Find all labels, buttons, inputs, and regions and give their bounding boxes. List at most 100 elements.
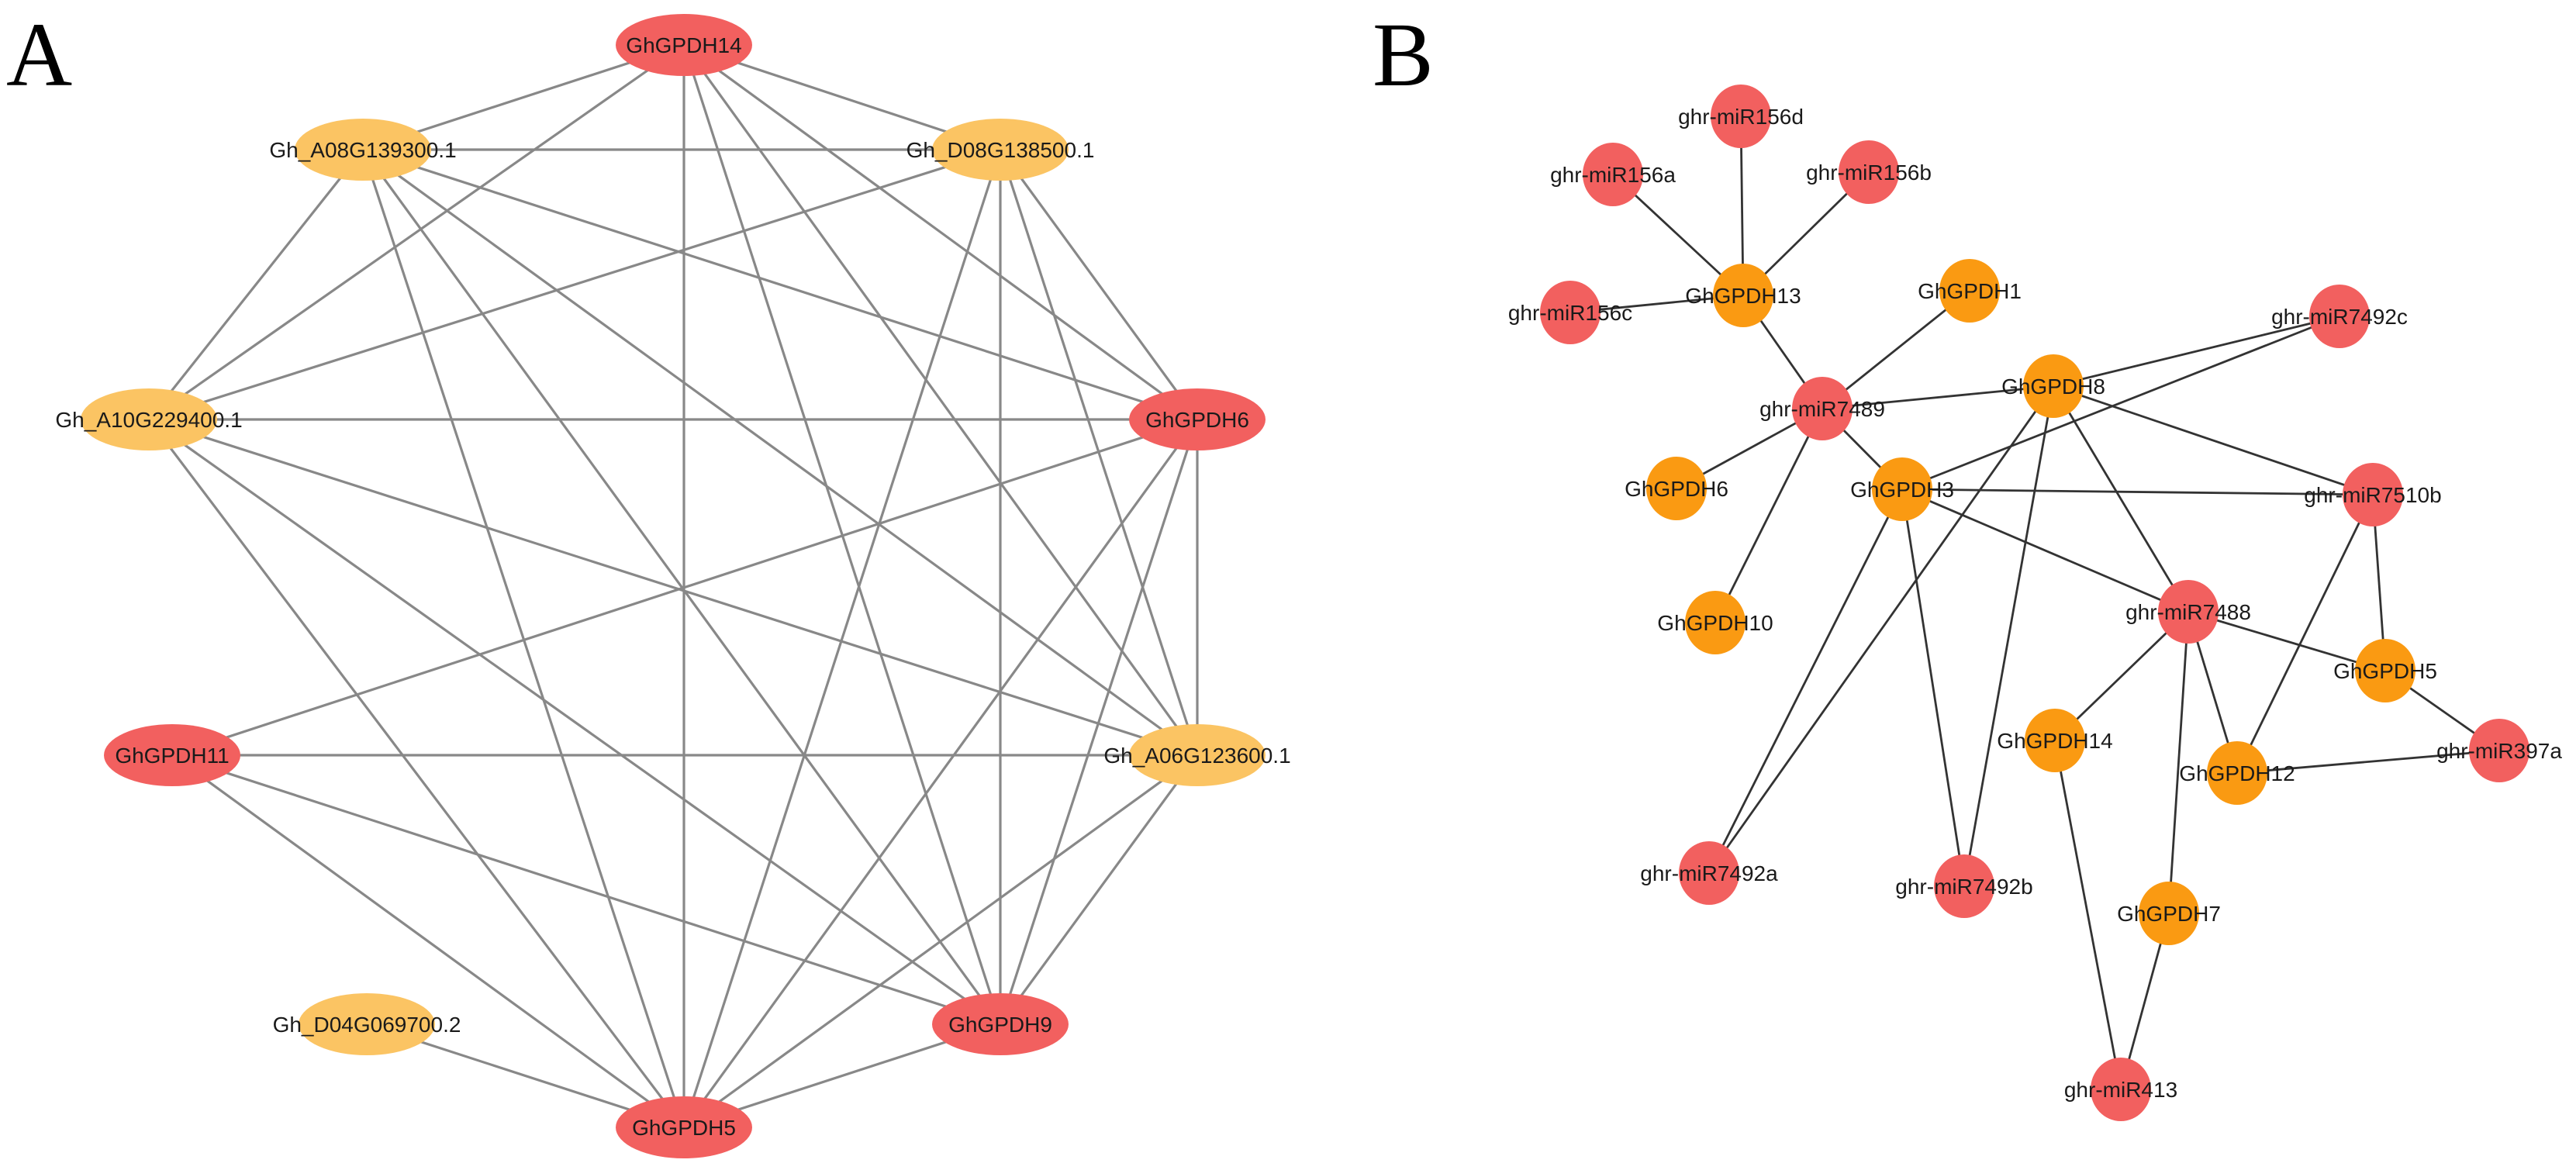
panel-b-node-label: ghr-miR7492b <box>1895 875 2032 899</box>
panel-b-node-ghr-mir7492c: ghr-miR7492c <box>2271 285 2408 348</box>
panel-b-node-ghgpdh1: GhGPDH1 <box>1918 259 2022 323</box>
panel-a-edge-ghgpdh6-ghgpdh11 <box>171 418 1198 757</box>
panel-b-edge-ghgpdh8-ghr-mir7492b <box>1963 385 2055 887</box>
panel-a-node-shape <box>1129 388 1266 450</box>
panel-b-node-label: GhGPDH13 <box>1685 284 1801 308</box>
panel-a-edge-ghgpdh6-ghgpdh5 <box>682 419 1199 1128</box>
panel-b-node-shape <box>2355 639 2415 702</box>
panel-b-node-ghgpdh3: GhGPDH3 <box>1850 457 1954 521</box>
panel-a-node-ghgpdh5: GhGPDH5 <box>616 1096 752 1158</box>
panel-b-node-shape <box>2025 709 2085 772</box>
panel-b-edge-ghgpdh8-ghr-mir7510b <box>2053 385 2374 496</box>
panel-a-node-shape <box>295 119 431 181</box>
panel-b-node-ghr-mir156a: ghr-miR156a <box>1550 143 1676 206</box>
panel-b-node-label: ghr-miR7489 <box>1759 397 1885 421</box>
panel-b-edge-ghgpdh3-ghr-mir7492b <box>1901 488 1966 887</box>
panel-b-node-ghgpdh12: GhGPDH12 <box>2179 741 2295 805</box>
panel-b-node-ghr-mir7510b: ghr-miR7510b <box>2304 463 2442 526</box>
panel-a-letter: A <box>6 4 72 105</box>
panel-a-node-label: Gh_A08G139300.1 <box>269 138 456 162</box>
panel-a-node-shape <box>299 993 435 1055</box>
panel-a-edge-ghgpdh11-ghgpdh9 <box>171 754 1001 1026</box>
panel-a-node-shape <box>616 14 752 76</box>
panel-b-node-label: GhGPDH6 <box>1625 477 1728 501</box>
panel-b-node-label: GhGPDH5 <box>2333 659 2437 683</box>
panel-b-node-label: ghr-miR156b <box>1806 160 1932 185</box>
panel-b-node-ghgpdh7: GhGPDH7 <box>2117 882 2221 945</box>
panel-a-node-gh-a06g123600-1: Gh_A06G123600.1 <box>1103 724 1291 786</box>
panel-b-edge-ghr-mir7489-ghgpdh1 <box>1822 289 1970 410</box>
panel-a-edge-ghgpdh6-ghgpdh9 <box>999 419 1199 1025</box>
panel-b-node-shape <box>2343 463 2403 526</box>
panel-b-edge-ghr-mir7489-ghgpdh10 <box>1714 408 1824 623</box>
panel-b-node-ghr-mir397a: ghr-miR397a <box>2436 719 2562 782</box>
panel-b-node-ghr-mir7492b: ghr-miR7492b <box>1895 854 2033 918</box>
panel-b-node-shape <box>1646 457 1707 520</box>
panel-a-edge-gh-d08g138500-1-ghgpdh6 <box>999 149 1199 420</box>
panel-b-node-shape <box>1713 264 1773 327</box>
panel-b-node-label: ghr-miR7492c <box>2271 305 2408 329</box>
panel-a-edge-ghgpdh11-ghgpdh5 <box>171 754 685 1129</box>
panel-a-node-shape <box>104 724 240 786</box>
panel-b-node-shape <box>2158 580 2219 644</box>
panel-b-node-label: ghr-miR156a <box>1550 163 1676 187</box>
panel-a-edge-ghgpdh14-gh-a10g229400-1 <box>148 43 685 421</box>
panel-a-node-label: GhGPDH14 <box>626 33 741 57</box>
panel-b-node-shape <box>1934 854 1994 918</box>
panel-b-node-shape <box>2091 1058 2151 1121</box>
panel-a-node-label: GhGPDH5 <box>632 1116 736 1140</box>
panel-b-node-ghgpdh8: GhGPDH8 <box>2001 354 2105 418</box>
panel-b-edge-ghr-mir7488-ghgpdh7 <box>2167 611 2190 914</box>
panel-b-node-shape <box>2309 285 2370 348</box>
panel-b-node-ghr-mir156b: ghr-miR156b <box>1806 140 1932 204</box>
panel-a-edge-gh-d08g138500-1-ghgpdh5 <box>682 149 1002 1128</box>
panel-b-edge-ghgpdh3-ghr-mir7510b <box>1901 488 2374 496</box>
panel-a-node-shape <box>1129 724 1266 786</box>
panel-b-edge-ghgpdh8-ghr-mir7492a <box>1708 385 2055 874</box>
panel-b-node-shape <box>1872 457 1932 521</box>
panel-b-node-ghr-mir7489: ghr-miR7489 <box>1759 377 1885 440</box>
panel-a-node-label: Gh_D08G138500.1 <box>906 138 1095 162</box>
panel-b-node-label: ghr-miR156d <box>1678 105 1804 129</box>
panel-b-node-label: ghr-miR413 <box>2064 1078 2177 1102</box>
panel-b-edge-ghgpdh8-ghr-mir7488 <box>2052 385 2190 613</box>
panel-b-node-label: GhGPDH10 <box>1657 611 1773 635</box>
panel-a-edge-gh-a10g229400-1-ghgpdh5 <box>147 419 685 1128</box>
panel-b-node-shape <box>2469 719 2529 782</box>
panel-a-edge-gh-a08g139300-1-gh-a06g123600-1 <box>362 148 1198 757</box>
panel-b-node-shape <box>1711 85 1771 148</box>
panel-b-node-label: ghr-miR7510b <box>2304 483 2441 507</box>
panel-a-node-label: GhGPDH9 <box>948 1013 1052 1037</box>
panel-b-node-label: GhGPDH3 <box>1850 478 1954 502</box>
panel-a-edge-gh-a10g229400-1-ghgpdh9 <box>148 418 1001 1026</box>
panel-b-node-shape <box>1792 377 1853 440</box>
panel-b-node-shape <box>1939 259 2000 323</box>
panel-b-edge-ghgpdh3-ghr-mir7492c <box>1901 315 2340 491</box>
panel-b-edge-ghr-mir7510b-ghgpdh12 <box>2236 494 2374 774</box>
panel-a-edge-ghgpdh14-ghgpdh6 <box>683 43 1198 421</box>
panel-b-nodes: ghr-miR156d ghr-miR156a ghr-miR156b ghr-miR… <box>1508 85 2562 1121</box>
panel-b-node-ghr-mir156d: ghr-miR156d <box>1678 85 1804 148</box>
panel-a-node-shape <box>616 1096 752 1158</box>
panel-a-node-shape <box>932 993 1069 1055</box>
panel-b-node-shape <box>1839 140 1899 204</box>
panel-a-node-gh-a08g139300-1: Gh_A08G139300.1 <box>269 119 457 181</box>
panel-a-edge-ghgpdh14-gh-a06g123600-1 <box>682 44 1199 756</box>
panel-a-node-label: Gh_A10G229400.1 <box>55 408 242 432</box>
panel-b-node-label: ghr-miR7488 <box>2125 600 2251 624</box>
panel-b-node-label: ghr-miR156c <box>1508 301 1632 325</box>
panel-b-node-label: GhGPDH8 <box>2001 374 2105 399</box>
panel-b-node-label: GhGPDH1 <box>1918 279 2022 303</box>
panel-b-node-shape <box>1679 841 1739 905</box>
panel-b-node-shape <box>2023 354 2084 418</box>
panel-a-node-shape <box>932 119 1069 181</box>
panel-b-edge-ghgpdh3-ghr-mir7488 <box>1901 488 2189 613</box>
panel-a-edges <box>147 43 1199 1129</box>
panel-b-node-ghgpdh13: GhGPDH13 <box>1685 264 1801 327</box>
panel-b-node-shape <box>1685 591 1746 654</box>
panel-b-node-ghr-mir7488: ghr-miR7488 <box>2125 580 2251 644</box>
panel-a-node-ghgpdh6: GhGPDH6 <box>1129 388 1266 450</box>
panel-b-edge-ghr-mir7488-ghgpdh5 <box>2188 610 2386 672</box>
panel-a-edge-gh-d08g138500-1-gh-a10g229400-1 <box>148 148 1001 421</box>
